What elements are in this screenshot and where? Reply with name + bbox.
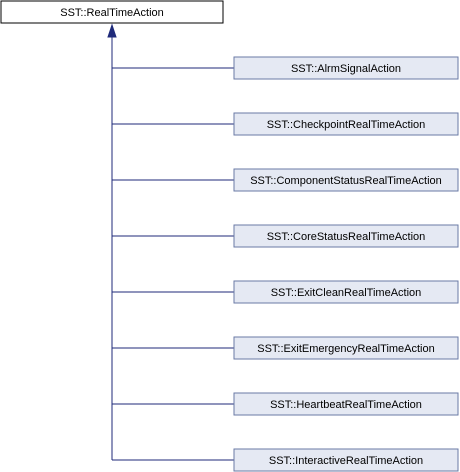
base-class-box (0, 0, 224, 24)
derived-class-node-exit-emergency[interactable]: SST::ExitEmergencyRealTimeAction (112, 336, 459, 360)
derived-class-node-exit-clean[interactable]: SST::ExitCleanRealTimeAction (112, 280, 459, 304)
inheritance-arrowhead (107, 23, 117, 38)
derived-class-box (233, 56, 459, 80)
derived-class-label: SST::CheckpointRealTimeAction (267, 119, 426, 131)
derived-class-label: SST::HeartbeatRealTimeAction (270, 399, 422, 411)
derived-class-label: SST::ExitCleanRealTimeAction (271, 287, 422, 299)
derived-class-box (233, 392, 459, 416)
derived-class-node-component-status[interactable]: SST::ComponentStatusRealTimeAction (112, 168, 459, 192)
derived-class-node-interactive[interactable]: SST::InteractiveRealTimeAction (112, 448, 459, 472)
derived-class-box (233, 224, 459, 248)
derived-class-node-core-status[interactable]: SST::CoreStatusRealTimeAction (112, 224, 459, 248)
derived-class-box (233, 280, 459, 304)
derived-class-node-heartbeat[interactable]: SST::HeartbeatRealTimeAction (112, 392, 459, 416)
derived-class-label: SST::InteractiveRealTimeAction (269, 455, 423, 467)
derived-class-label: SST::AlrmSignalAction (291, 63, 401, 75)
derived-class-label: SST::ExitEmergencyRealTimeAction (257, 343, 435, 355)
derived-class-box (233, 168, 459, 192)
base-class-label: SST::RealTimeAction (60, 7, 164, 19)
base-class-node[interactable]: SST::RealTimeAction (0, 0, 224, 24)
derived-class-box (233, 336, 459, 360)
derived-classes-group: SST::AlrmSignalAction SST::CheckpointRea… (112, 56, 459, 472)
derived-class-label: SST::CoreStatusRealTimeAction (267, 231, 426, 243)
derived-class-node-alrm-signal[interactable]: SST::AlrmSignalAction (112, 56, 459, 80)
derived-class-node-checkpoint[interactable]: SST::CheckpointRealTimeAction (112, 112, 459, 136)
derived-class-label: SST::ComponentStatusRealTimeAction (250, 175, 442, 187)
derived-class-box (233, 448, 459, 472)
derived-class-box (233, 112, 459, 136)
